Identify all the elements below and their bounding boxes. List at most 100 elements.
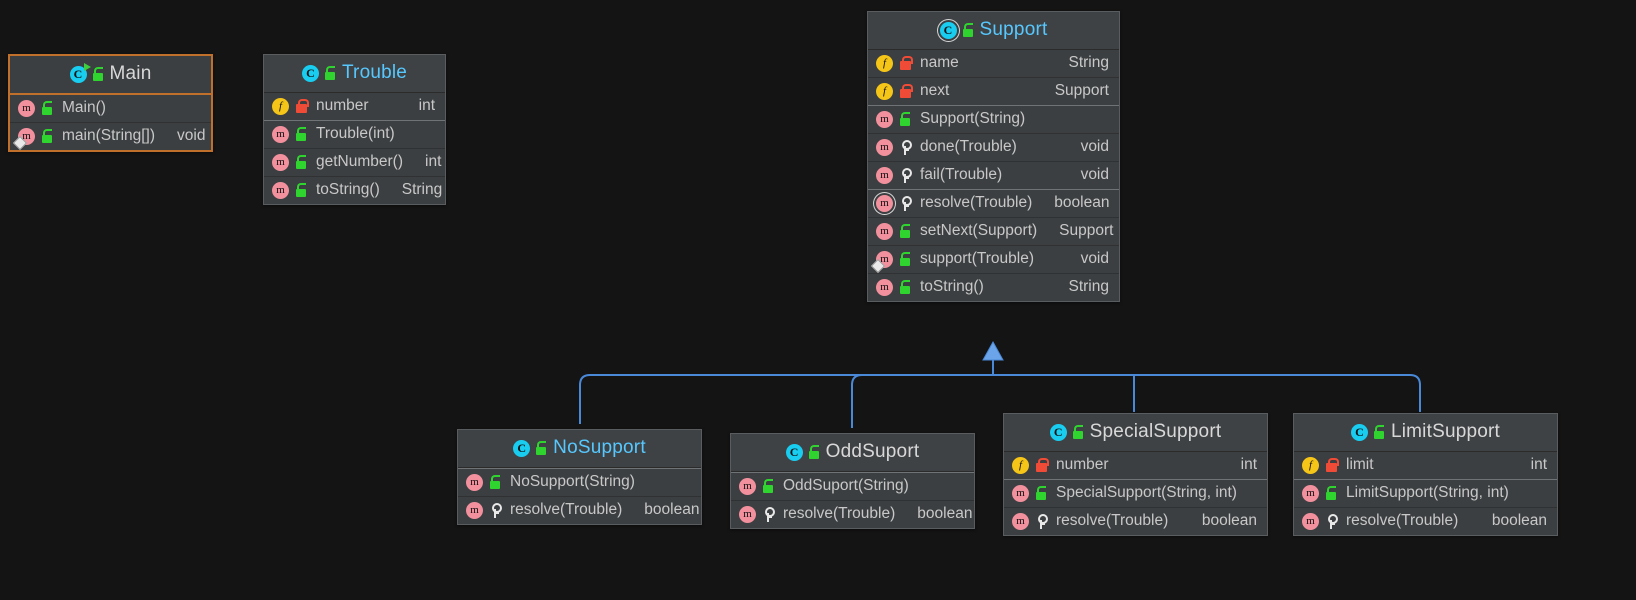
member-row[interactable]: m main(String[]) void bbox=[10, 122, 211, 150]
method-override-icon: m bbox=[870, 250, 893, 273]
public-lock-icon bbox=[1072, 424, 1085, 440]
member-label: limit bbox=[1346, 456, 1374, 473]
public-lock-icon bbox=[41, 100, 54, 116]
member-row[interactable]: m toString() String bbox=[868, 273, 1119, 301]
method-icon: m bbox=[739, 505, 756, 523]
member-row[interactable]: f next Support bbox=[868, 77, 1119, 105]
class-header-nosupport[interactable]: C NoSupport bbox=[458, 430, 701, 468]
protected-key-icon bbox=[762, 506, 775, 522]
member-label: main(String[]) bbox=[62, 127, 156, 144]
member-row[interactable]: m getNumber() int bbox=[264, 148, 445, 176]
public-lock-icon bbox=[489, 474, 502, 490]
class-box-limitsupport[interactable]: C LimitSupport f limit int m LimitSuppor… bbox=[1293, 413, 1558, 536]
class-name-main: Main bbox=[109, 63, 152, 84]
member-row[interactable]: m resolve(Trouble) boolean bbox=[731, 500, 974, 528]
method-icon: m bbox=[272, 153, 289, 171]
class-name-trouble: Trouble bbox=[341, 62, 408, 83]
member-row[interactable]: m setNext(Support) Support bbox=[868, 217, 1119, 245]
field-icon: f bbox=[876, 54, 893, 72]
member-label: number bbox=[1056, 456, 1109, 473]
member-label: resolve(Trouble) bbox=[1056, 512, 1169, 529]
member-row[interactable]: m resolve(Trouble) boolean bbox=[1004, 507, 1267, 535]
public-lock-icon bbox=[295, 182, 308, 198]
method-icon: m bbox=[272, 181, 289, 199]
public-lock-icon bbox=[92, 66, 105, 82]
member-row[interactable]: f name String bbox=[868, 50, 1119, 77]
public-lock-icon bbox=[1325, 485, 1338, 501]
member-row[interactable]: m Trouble(int) bbox=[264, 120, 445, 148]
member-type: int bbox=[418, 97, 435, 114]
class-header-support[interactable]: C Support bbox=[868, 12, 1119, 50]
class-box-nosupport[interactable]: C NoSupport m NoSupport(String) m resolv… bbox=[457, 429, 702, 525]
member-row[interactable]: m toString() String bbox=[264, 176, 445, 204]
member-list-nosupport: m NoSupport(String) m resolve(Trouble) b… bbox=[458, 468, 701, 524]
class-box-specialsupport[interactable]: C SpecialSupport f number int m SpecialS… bbox=[1003, 413, 1268, 536]
member-list-main: m Main() m main(String[]) void bbox=[10, 95, 211, 150]
public-lock-icon bbox=[899, 279, 912, 295]
member-type: void bbox=[1080, 250, 1109, 267]
member-type: Support bbox=[1054, 82, 1109, 99]
member-row[interactable]: m OddSuport(String) bbox=[731, 472, 974, 500]
member-row[interactable]: f limit int bbox=[1294, 452, 1557, 479]
public-lock-icon bbox=[899, 111, 912, 127]
private-lock-icon bbox=[1035, 457, 1049, 473]
method-icon: m bbox=[876, 166, 893, 184]
method-icon: m bbox=[876, 222, 893, 240]
member-row[interactable]: m Main() bbox=[10, 95, 211, 122]
method-override-icon: m bbox=[12, 127, 35, 150]
member-list-specialsupport: f number int m SpecialSupport(String, in… bbox=[1004, 452, 1267, 535]
protected-key-icon bbox=[899, 139, 912, 155]
field-icon: f bbox=[272, 97, 289, 115]
member-type: void bbox=[177, 127, 206, 144]
public-lock-icon bbox=[962, 22, 975, 38]
class-box-main[interactable]: C Main m Main() m main(String[]) void bbox=[8, 54, 213, 152]
member-label: SpecialSupport(String, int) bbox=[1056, 484, 1237, 501]
member-row[interactable]: m LimitSupport(String, int) bbox=[1294, 479, 1557, 507]
class-runnable-icon: C bbox=[69, 62, 91, 83]
method-icon: m bbox=[466, 501, 483, 519]
member-type: String bbox=[1068, 278, 1110, 295]
member-label: OddSuport(String) bbox=[783, 477, 909, 494]
public-lock-icon bbox=[762, 478, 775, 494]
private-lock-icon bbox=[899, 83, 913, 99]
member-type: int bbox=[425, 153, 442, 170]
method-abstract-icon: m bbox=[876, 194, 893, 212]
class-box-oddsuport[interactable]: C OddSuport m OddSuport(String) m resolv… bbox=[730, 433, 975, 529]
member-row[interactable]: f number int bbox=[264, 93, 445, 120]
member-row[interactable]: m done(Trouble) void bbox=[868, 133, 1119, 161]
class-box-support[interactable]: C Support f name String f next Support m… bbox=[867, 11, 1120, 302]
member-label: Trouble(int) bbox=[316, 125, 395, 142]
member-row[interactable]: m resolve(Trouble) boolean bbox=[1294, 507, 1557, 535]
member-row[interactable]: m NoSupport(String) bbox=[458, 468, 701, 496]
member-type: boolean bbox=[1054, 194, 1110, 211]
member-type: String bbox=[401, 181, 443, 198]
class-header-trouble[interactable]: C Trouble bbox=[264, 55, 445, 93]
class-header-oddsuport[interactable]: C OddSuport bbox=[731, 434, 974, 472]
class-header-limitsupport[interactable]: C LimitSupport bbox=[1294, 414, 1557, 452]
method-icon: m bbox=[876, 110, 893, 128]
member-label: Support(String) bbox=[920, 110, 1026, 127]
member-row[interactable]: m support(Trouble) void bbox=[868, 245, 1119, 273]
member-type: int bbox=[1530, 456, 1547, 473]
class-box-trouble[interactable]: C Trouble f number int m Trouble(int) m … bbox=[263, 54, 446, 205]
member-row[interactable]: m resolve(Trouble) boolean bbox=[458, 496, 701, 524]
member-type: boolean bbox=[1491, 512, 1547, 529]
public-lock-icon bbox=[295, 154, 308, 170]
public-lock-icon bbox=[899, 223, 912, 239]
member-type: boolean bbox=[917, 505, 973, 522]
protected-key-icon bbox=[489, 502, 502, 518]
member-type: String bbox=[1068, 54, 1110, 71]
class-icon: C bbox=[513, 439, 531, 457]
member-label: resolve(Trouble) bbox=[920, 194, 1033, 211]
method-icon: m bbox=[1012, 484, 1029, 502]
member-row[interactable]: m resolve(Trouble) boolean bbox=[868, 189, 1119, 217]
member-row[interactable]: f number int bbox=[1004, 452, 1267, 479]
member-row[interactable]: m SpecialSupport(String, int) bbox=[1004, 479, 1267, 507]
class-header-main[interactable]: C Main bbox=[10, 56, 211, 95]
class-header-specialsupport[interactable]: C SpecialSupport bbox=[1004, 414, 1267, 452]
member-row[interactable]: m fail(Trouble) void bbox=[868, 161, 1119, 189]
method-icon: m bbox=[1012, 512, 1029, 530]
public-lock-icon bbox=[535, 440, 548, 456]
member-row[interactable]: m Support(String) bbox=[868, 105, 1119, 133]
